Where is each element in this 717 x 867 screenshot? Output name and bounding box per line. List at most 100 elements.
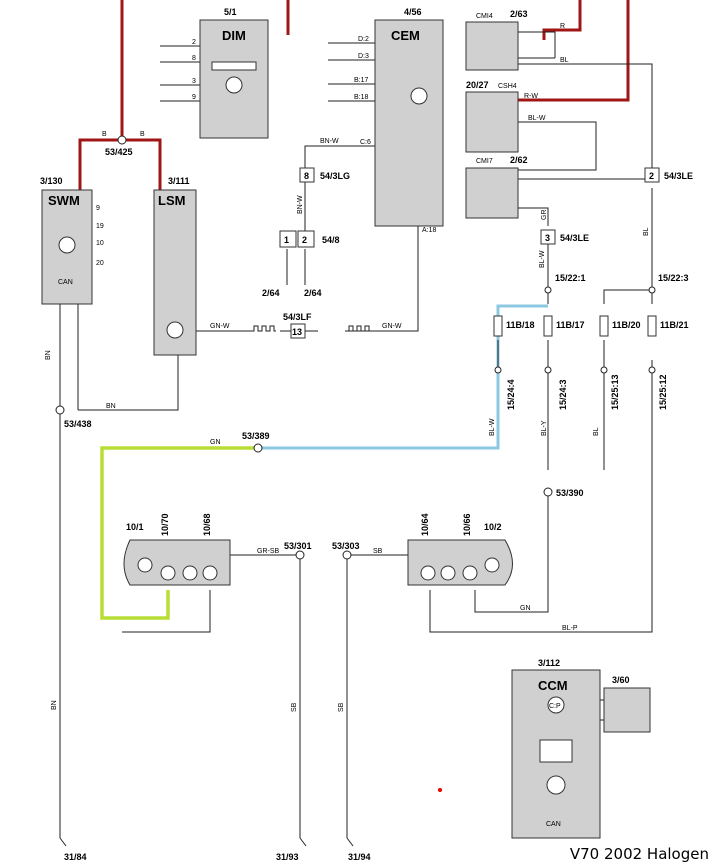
- svg-text:31/84: 31/84: [64, 852, 87, 862]
- swm-module: SWM 3/130: [40, 176, 93, 305]
- svg-text:B:17: B:17: [354, 77, 369, 84]
- svg-text:2/64: 2/64: [262, 288, 280, 298]
- svg-text:20: 20: [96, 260, 104, 267]
- svg-text:15/22:1: 15/22:1: [555, 273, 586, 283]
- svg-text:C:6: C:6: [360, 139, 371, 146]
- svg-text:BL: BL: [593, 427, 600, 436]
- svg-text:BN-W: BN-W: [320, 138, 339, 145]
- svg-text:10/70: 10/70: [160, 513, 170, 536]
- svg-text:B: B: [140, 131, 145, 138]
- svg-text:BL-W: BL-W: [528, 115, 546, 122]
- svg-text:10/2: 10/2: [484, 522, 502, 532]
- lamp-right: 10/2 10/64 10/66: [407, 513, 513, 586]
- pin-labels: 2 8 3 9 D:2 D:3 B:17 B:18 C:6 A:18 9 19 …: [96, 36, 437, 267]
- svg-text:11B/17: 11B/17: [556, 320, 585, 330]
- svg-text:CMI7: CMI7: [476, 158, 493, 165]
- k-icon: [166, 321, 184, 339]
- svg-text:54/3LF: 54/3LF: [283, 312, 312, 322]
- svg-text:10: 10: [96, 240, 104, 247]
- svg-text:BL-W: BL-W: [539, 250, 546, 268]
- svg-text:GR-SB: GR-SB: [257, 548, 280, 555]
- svg-text:11B/20: 11B/20: [612, 320, 641, 330]
- svg-text:BN: BN: [45, 350, 52, 360]
- junctions: [55, 135, 656, 792]
- swm-title: SWM: [48, 193, 80, 208]
- k-icon: [225, 76, 243, 94]
- svg-text:11B/18: 11B/18: [506, 320, 535, 330]
- relay-2-63: 2/63 CMI4: [465, 9, 528, 71]
- fuses: 11B/18 11B/17 11B/20 11B/21: [493, 315, 689, 337]
- svg-text:3: 3: [545, 233, 550, 243]
- dim-title: DIM: [222, 28, 246, 43]
- svg-text:9: 9: [96, 205, 100, 212]
- svg-text:15/24:3: 15/24:3: [558, 379, 568, 410]
- svg-text:CSH4: CSH4: [498, 83, 517, 90]
- svg-text:54/3LG: 54/3LG: [320, 171, 350, 181]
- svg-text:2: 2: [302, 235, 307, 245]
- dim-module: DIM 5/1: [199, 7, 269, 139]
- svg-text:D:3: D:3: [358, 53, 369, 60]
- svg-text:B: B: [102, 131, 107, 138]
- svg-text:15/25:12: 15/25:12: [658, 374, 668, 410]
- svg-text:CMI4: CMI4: [476, 13, 493, 20]
- lamp-left: 10/1 10/70 10/68: [123, 513, 231, 586]
- svg-text:GN-W: GN-W: [382, 323, 402, 330]
- lsm-id: 3/111: [168, 176, 190, 186]
- svg-text:31/94: 31/94: [348, 852, 371, 862]
- svg-text:54/3LE: 54/3LE: [560, 233, 589, 243]
- svg-text:53/438: 53/438: [64, 419, 92, 429]
- k-icon: [546, 775, 566, 795]
- svg-text:53/301: 53/301: [284, 541, 312, 551]
- svg-text:C:P: C:P: [549, 703, 561, 710]
- k-icon: [58, 236, 76, 254]
- svg-text:BL: BL: [643, 227, 650, 236]
- lsm-module: LSM 3/111: [153, 176, 197, 356]
- svg-text:53/389: 53/389: [242, 431, 270, 441]
- svg-text:R-W: R-W: [524, 93, 538, 100]
- svg-text:SB: SB: [338, 702, 345, 712]
- svg-text:A:18: A:18: [422, 227, 437, 234]
- cem-module: CEM 4/56: [374, 7, 444, 227]
- svg-text:19: 19: [96, 223, 104, 230]
- svg-text:31/93: 31/93: [276, 852, 299, 862]
- svg-text:15/24:4: 15/24:4: [506, 379, 516, 410]
- relay-2-62: 2/62 CMI7: [465, 155, 528, 219]
- svg-text:3/112: 3/112: [538, 658, 560, 668]
- svg-text:SB: SB: [373, 548, 383, 555]
- svg-text:53/390: 53/390: [556, 488, 584, 498]
- ground-symbols: 31/84 31/93 31/94: [59, 837, 371, 862]
- svg-text:BN: BN: [51, 700, 58, 710]
- svg-text:1: 1: [284, 235, 289, 245]
- svg-text:10/1: 10/1: [126, 522, 144, 532]
- lsm-title: LSM: [158, 193, 185, 208]
- svg-text:11B/21: 11B/21: [660, 320, 689, 330]
- svg-text:CCM: CCM: [538, 678, 568, 693]
- svg-text:R: R: [560, 23, 565, 30]
- node-labels: 53/425 53/438 53/389 53/390 53/301 53/30…: [64, 147, 689, 551]
- svg-text:BL-W: BL-W: [489, 418, 496, 436]
- svg-text:2: 2: [192, 39, 196, 46]
- svg-text:BL-Y: BL-Y: [541, 420, 548, 436]
- svg-text:10/66: 10/66: [462, 513, 472, 536]
- svg-text:54/3LE: 54/3LE: [664, 171, 693, 181]
- dim-id: 5/1: [224, 7, 237, 17]
- svg-text:15/25:13: 15/25:13: [610, 374, 620, 410]
- sensor-3-60: 3/60: [603, 675, 651, 733]
- svg-text:B:18: B:18: [354, 94, 369, 101]
- svg-text:8: 8: [304, 171, 309, 181]
- svg-text:GN: GN: [210, 439, 221, 446]
- svg-text:15/22:3: 15/22:3: [658, 273, 689, 283]
- svg-text:8: 8: [192, 55, 196, 62]
- svg-text:2/63: 2/63: [510, 9, 528, 19]
- diagram-footer-title: V70 2002 Halogen: [569, 845, 709, 863]
- svg-text:2/64: 2/64: [304, 288, 322, 298]
- svg-text:D:2: D:2: [358, 36, 369, 43]
- power-wires: [78, 0, 630, 190]
- black-wires: [59, 31, 653, 838]
- svg-text:BL-P: BL-P: [562, 625, 578, 632]
- svg-text:9: 9: [192, 94, 196, 101]
- can-label: CAN: [58, 279, 73, 286]
- svg-text:53/303: 53/303: [332, 541, 360, 551]
- swm-id: 3/130: [40, 176, 63, 186]
